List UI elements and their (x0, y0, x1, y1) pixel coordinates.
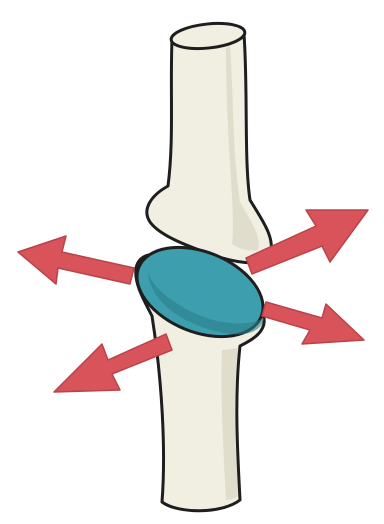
arrow-right (262, 302, 364, 344)
arrow-left (18, 236, 134, 284)
upper-bone (147, 20, 272, 263)
arrow-lower-left (54, 334, 172, 392)
